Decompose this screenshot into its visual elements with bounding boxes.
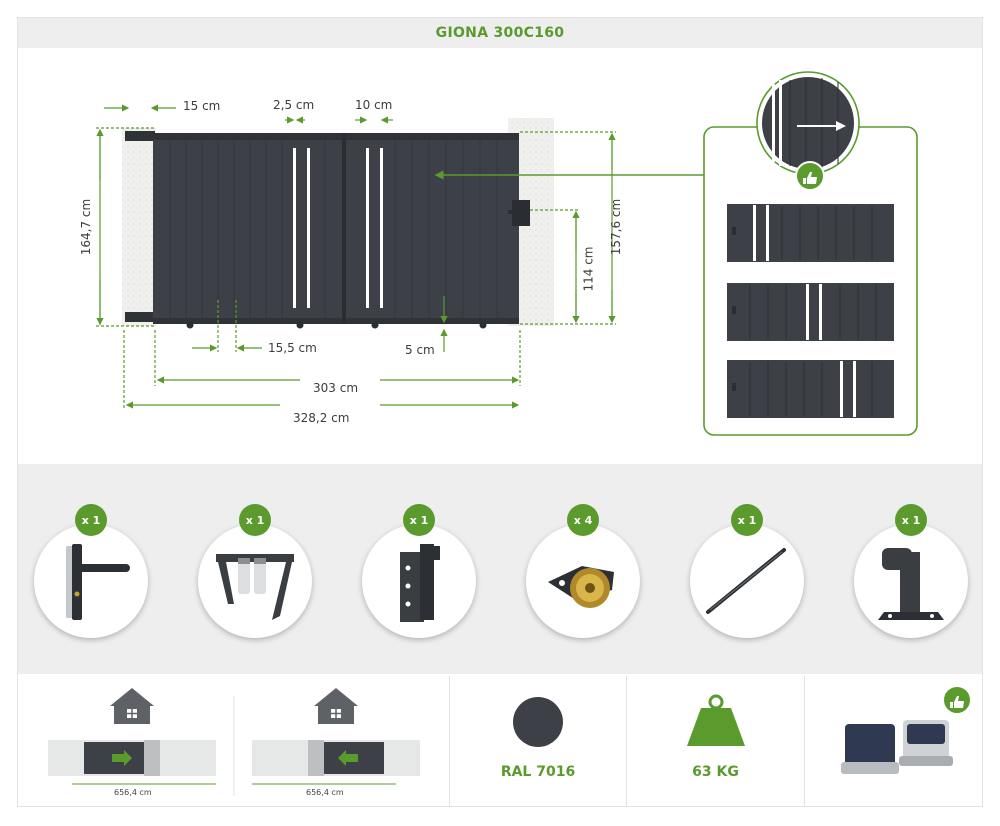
quantity-badge: x 1 bbox=[731, 504, 763, 536]
accessory-stop[interactable]: x 1 bbox=[851, 464, 971, 674]
dim-leaf-width: 303 cm bbox=[313, 381, 359, 395]
weight-label: 63 KG bbox=[692, 764, 739, 780]
color-cell: RAL 7016 bbox=[450, 676, 627, 807]
dim-bottom-gap: 5 cm bbox=[405, 343, 435, 357]
accessories-band: x 1 x 1 x 1 bbox=[18, 464, 982, 674]
design-option-1 bbox=[727, 204, 894, 262]
quantity-badge: x 1 bbox=[403, 504, 435, 536]
gate-right-leaf bbox=[345, 133, 519, 324]
weight-cell: 63 KG bbox=[627, 676, 805, 807]
opening-left-dim: 656,4 cm bbox=[114, 788, 152, 797]
handle-icon bbox=[66, 544, 130, 620]
quantity-badge: x 1 bbox=[895, 504, 927, 536]
accessory-handle[interactable]: x 1 bbox=[31, 464, 151, 674]
rail-icon bbox=[706, 548, 786, 614]
opening-right-dim: 656,4 cm bbox=[306, 788, 344, 797]
gate-diagram: 15 cm 2,5 cm 10 cm 164,7 cm 157,6 cm 114… bbox=[79, 71, 918, 436]
quantity-badge: x 1 bbox=[239, 504, 271, 536]
gate-lock bbox=[512, 200, 530, 226]
color-label: RAL 7016 bbox=[500, 764, 576, 780]
product-title: GIONA 300C160 bbox=[435, 25, 565, 41]
dim-total-width: 328,2 cm bbox=[293, 411, 350, 425]
guide-roller-icon bbox=[216, 554, 294, 620]
opening-diagrams bbox=[48, 688, 420, 796]
dim-lock-height: 114 cm bbox=[581, 246, 596, 292]
color-swatch bbox=[513, 697, 563, 747]
design-option-2 bbox=[727, 283, 894, 341]
house-icon bbox=[110, 688, 154, 724]
dim-bar-spacing: 10 cm bbox=[355, 98, 393, 112]
wheel-icon bbox=[548, 566, 614, 608]
info-row: 656,4 cm 656,4 cm RAL 7016 63 KG bbox=[18, 676, 982, 807]
gate-motor-icon bbox=[841, 685, 972, 774]
dim-latch-offset: 15,5 cm bbox=[268, 341, 317, 355]
opening-direction-cell: 656,4 cm 656,4 cm bbox=[18, 676, 450, 807]
weight-icon bbox=[687, 694, 745, 746]
dim-bar-gap: 2,5 cm bbox=[273, 98, 315, 112]
stop-post-icon bbox=[878, 548, 944, 620]
left-pillar bbox=[122, 128, 156, 326]
accessory-wheel[interactable]: x 4 bbox=[523, 464, 643, 674]
dim-leaf-height: 157,6 cm bbox=[609, 198, 624, 256]
quantity-badge: x 4 bbox=[567, 504, 599, 536]
motor-cell bbox=[805, 676, 982, 807]
dim-total-height: 164,7 cm bbox=[79, 198, 94, 256]
latch-plate-icon bbox=[400, 544, 440, 622]
title-bar: GIONA 300C160 bbox=[18, 18, 982, 48]
accessory-latch[interactable]: x 1 bbox=[359, 464, 479, 674]
accessory-rail[interactable]: x 1 bbox=[687, 464, 807, 674]
dim-post-width: 15 cm bbox=[183, 99, 221, 113]
quantity-badge: x 1 bbox=[75, 504, 107, 536]
house-icon bbox=[314, 688, 358, 724]
accessory-guide[interactable]: x 1 bbox=[195, 464, 315, 674]
gate-drawing bbox=[96, 71, 918, 436]
gate-left-leaf bbox=[153, 133, 342, 324]
design-option-3 bbox=[727, 360, 894, 418]
